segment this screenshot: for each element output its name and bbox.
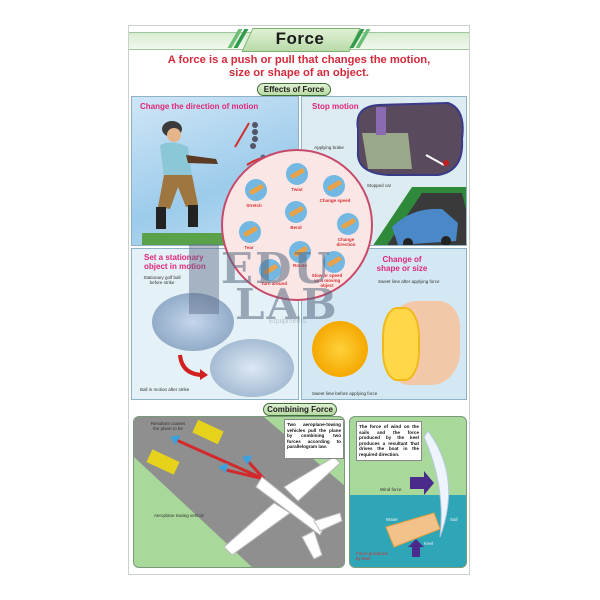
label-sail: Sail: [450, 517, 458, 522]
effects-of-force-heading: Effects of Force: [257, 83, 331, 96]
effect-label: Change speed: [319, 198, 351, 203]
panel-title: Change of shape or size: [302, 255, 466, 273]
watermark-logo-mark: [189, 244, 219, 314]
panel-title: Change the direction of motion: [140, 102, 259, 111]
effect-label: Stretch: [246, 203, 262, 208]
headline-line-1: A force is a push or pull that changes t…: [167, 54, 431, 66]
effect-icon: [337, 213, 359, 235]
watermark-lab: LAB: [235, 280, 339, 329]
watermark-edu: EDU: [221, 244, 333, 293]
panel-combining-airplane: Resultant causes the plane to be Aeropla…: [133, 416, 345, 568]
baseball-batter-illustration: [142, 121, 232, 245]
panel-title-line-1: Change of: [382, 255, 422, 264]
label-lime-after: Sweet lime after applying force: [378, 279, 440, 284]
page-title: Force: [275, 29, 325, 48]
definition-headline: A force is a push or pull that changes t…: [129, 54, 469, 80]
label-ball-before: Stationary golf ball before strike: [143, 275, 181, 285]
sweet-lime-whole-illustration: [312, 321, 368, 377]
label-resultant: Resultant causes the plane to be: [150, 421, 186, 431]
panel-title: Set a stationary object in motion: [144, 253, 206, 271]
effect-icon: [286, 163, 308, 185]
sailboat-illustration: [385, 430, 450, 557]
stopped-car-illustration: [373, 187, 466, 245]
effect-icon: [239, 221, 261, 243]
effect-label: Rotate: [292, 263, 307, 268]
airplane-note: Two aeroplane-towing vehicles pull the p…: [284, 419, 344, 459]
effect-icon: [323, 175, 345, 197]
effect-icon: [323, 251, 345, 273]
effects-circle: Twist Change speed Stretch Bend Change d…: [221, 149, 373, 301]
panel-title-line-2: object in motion: [144, 262, 206, 271]
effect-icon: [285, 201, 307, 223]
label-ball-after: Ball in motion after strike: [140, 387, 190, 392]
panel-title-line-1: Set a stationary: [144, 253, 204, 262]
label-stopped-car: Stopped car: [366, 183, 392, 188]
headline-line-2: size or shape of an object.: [229, 67, 369, 79]
golf-club-before-illustration: [152, 293, 234, 351]
label-water: Water: [386, 517, 398, 522]
watermark-subtext: Equipments: [269, 318, 306, 325]
panel-title-line-2: shape or size: [376, 264, 428, 273]
brake-pedal-bubble-illustration: [356, 101, 464, 176]
effect-icon: [245, 179, 267, 201]
label-keel: Keel: [424, 541, 434, 546]
effect-label: Change direction: [336, 237, 356, 247]
label-keel-force: Force produced by keel: [356, 551, 388, 561]
boat-note: The force of wind on the sails and the f…: [356, 421, 422, 461]
effect-label: Tear: [244, 245, 254, 250]
label-applying-brake: Applying brake: [314, 145, 344, 150]
effect-label: Turn around: [260, 281, 288, 286]
golf-club-after-illustration: [210, 339, 294, 397]
sweet-lime-squeezed-illustration: [382, 307, 420, 381]
panel-combining-boat: The force of wind on the sails and the f…: [349, 416, 467, 568]
effect-label: Bend: [290, 225, 302, 230]
red-curved-arrow-icon: [178, 354, 208, 380]
effect-icon: [259, 259, 281, 281]
label-lime-before: Sweet lime before applying force: [312, 391, 378, 396]
combining-force-heading: Combining Force: [263, 403, 337, 416]
force-chart-poster: Force A force is a push or pull that cha…: [128, 25, 470, 575]
effect-label: Slow or speed up a moving object: [311, 273, 343, 288]
panel-title: Stop motion: [312, 102, 359, 111]
effect-icon: [289, 241, 311, 263]
effect-label: Twist: [291, 187, 303, 192]
label-wind-force: Wind force: [380, 487, 402, 492]
label-towing-vehicle: Aeroplane towing vehicle: [154, 513, 205, 518]
